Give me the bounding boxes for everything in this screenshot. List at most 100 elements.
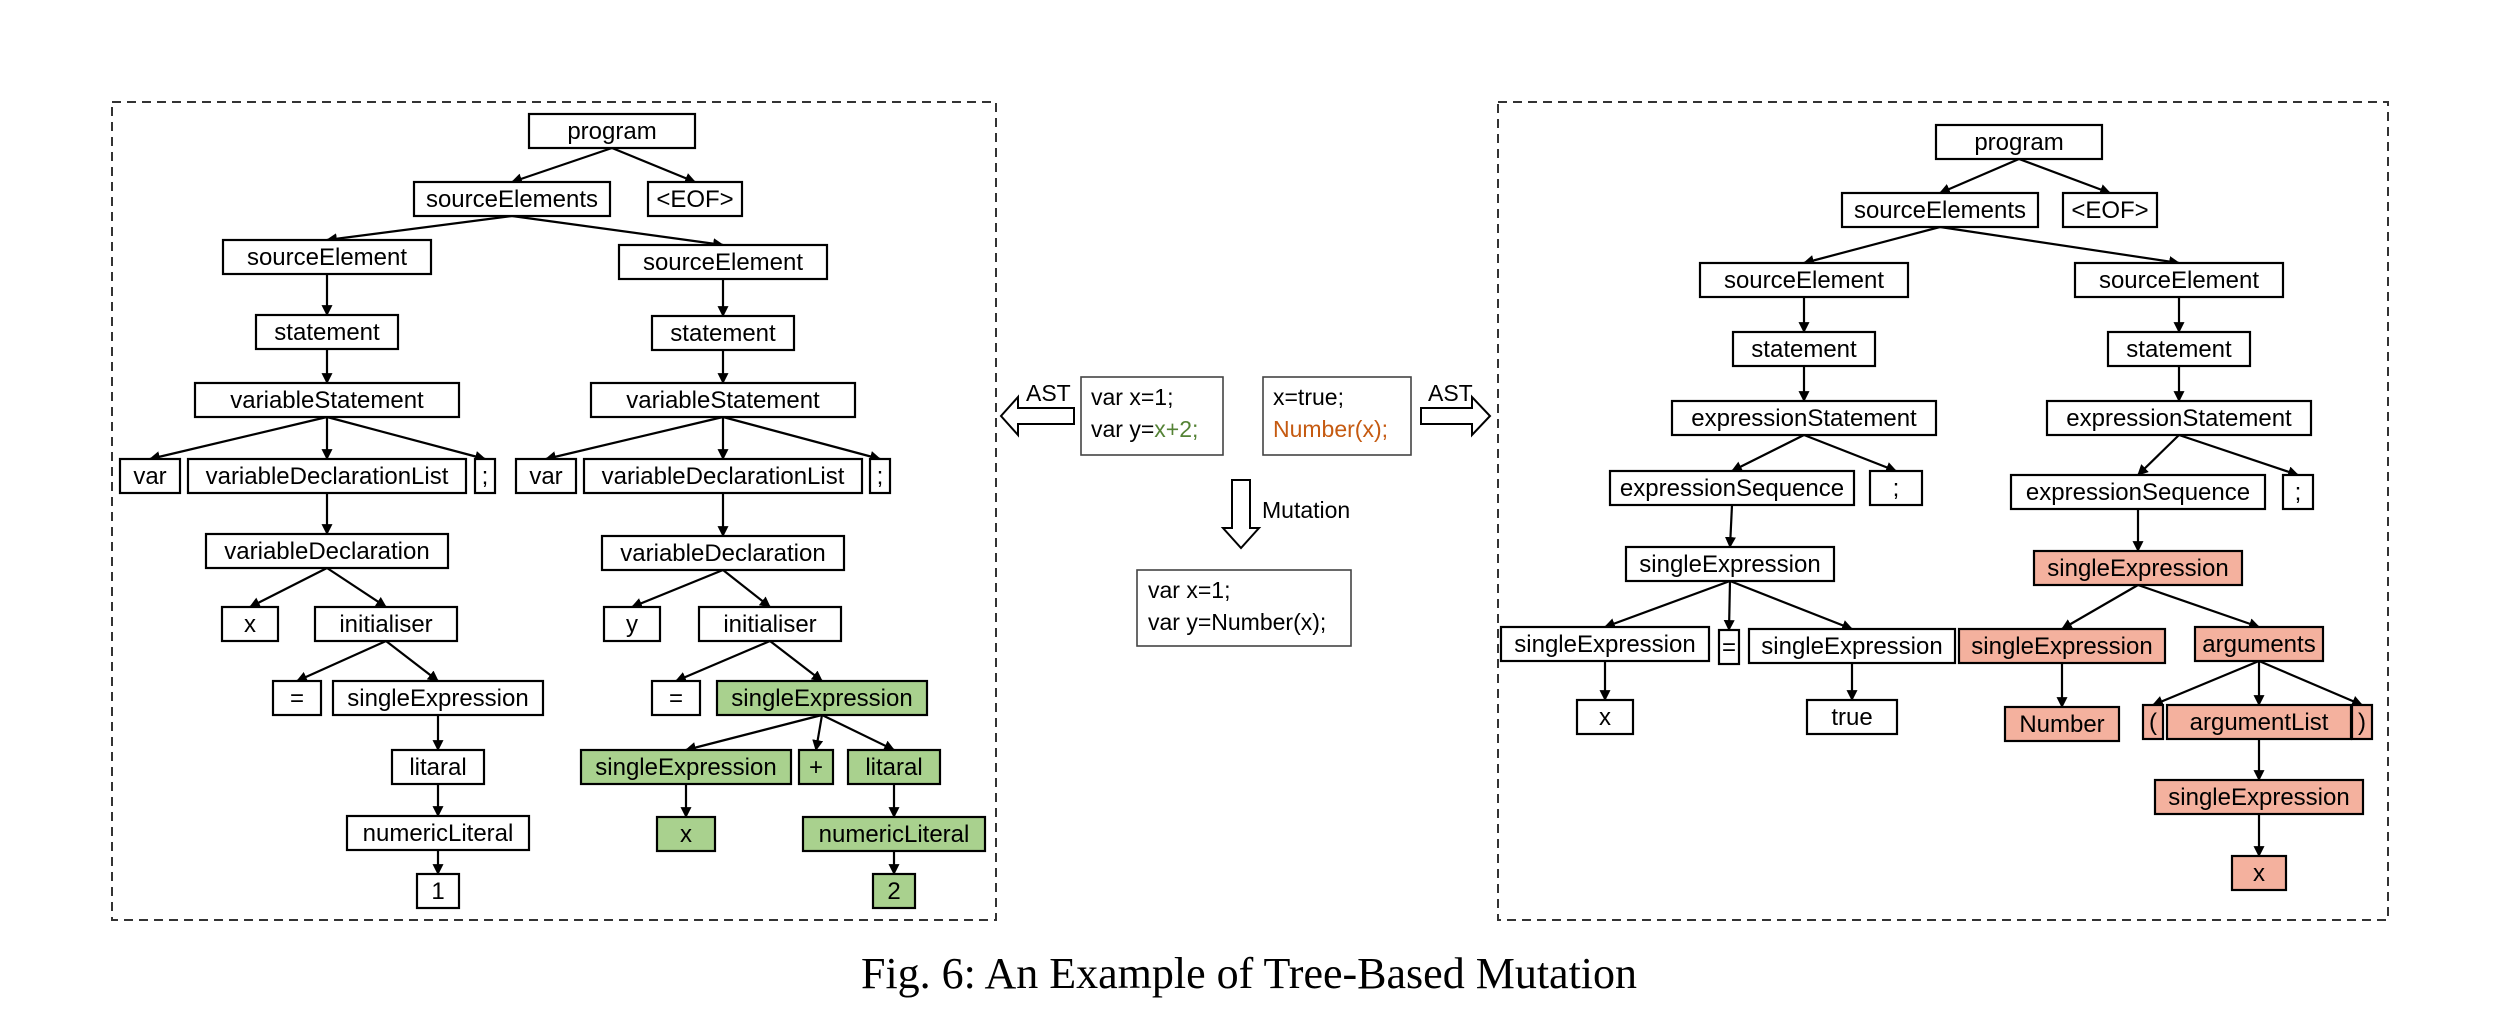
ast-node: program <box>527 112 697 150</box>
ast-node-box <box>2009 473 2267 511</box>
ast-node: singleExpression <box>2153 778 2365 816</box>
ast-node-box <box>617 243 829 281</box>
ast-node-label: = <box>290 685 304 712</box>
tree-edge <box>1729 579 1854 631</box>
ast-node: variableStatement <box>193 381 461 419</box>
ast-node: singleExpression <box>1624 545 1836 583</box>
ast-node: argumentList <box>2165 703 2353 741</box>
code-segment: x+2; <box>1154 416 1198 442</box>
ast-node: sourceElement <box>617 243 829 281</box>
ast-node: = <box>1717 628 1741 666</box>
ast-node-box <box>2165 703 2353 741</box>
ast-node-box <box>1747 627 1957 665</box>
ast-node: singleExpression <box>715 679 929 717</box>
ast-node: sourceElement <box>2073 261 2285 299</box>
ast-node-box <box>345 814 531 852</box>
ast-node-box <box>1717 628 1741 666</box>
ast-right-arrow: AST <box>1420 380 1492 438</box>
ast-node: ( <box>2141 703 2165 741</box>
ast-node-label: initialiser <box>723 611 816 638</box>
code-segment: var x=1; <box>1091 384 1173 410</box>
ast-node-box <box>2230 854 2288 892</box>
ast-node-box <box>602 605 662 643</box>
ast-node-box <box>473 457 497 495</box>
ast-node-box <box>1499 625 1711 663</box>
ast-node-label: statement <box>1751 336 1857 363</box>
ast-node: litaral <box>846 748 942 786</box>
ast-node-label: singleExpression <box>1514 631 1695 658</box>
ast-node-label: ; <box>877 463 884 490</box>
ast-node-label: expressionStatement <box>1691 405 1917 432</box>
tree-edge <box>2178 433 2300 478</box>
ast-node: singleExpression <box>579 748 793 786</box>
ast-node-box <box>527 112 697 150</box>
ast-node: initialiser <box>697 605 843 643</box>
tree-edge <box>511 214 725 250</box>
left-ast-frame <box>111 101 997 921</box>
tree-edge <box>1939 225 2181 267</box>
ast-node-box <box>646 180 744 218</box>
ast-node: statement <box>1731 330 1877 368</box>
ast-node: sourceElement <box>221 238 433 276</box>
tree-edge <box>1723 580 1735 632</box>
ast-node-box <box>797 748 835 786</box>
tree-edge <box>295 639 387 683</box>
ast-node-box <box>1868 469 1924 507</box>
ast-node-label: numericLiteral <box>363 820 514 847</box>
ast-node-label: var <box>133 463 166 490</box>
ast-node-box <box>1934 123 2104 161</box>
ast-node-box <box>579 748 793 786</box>
ast-node-label: ; <box>482 463 489 490</box>
ast-node: = <box>271 679 323 717</box>
svg-text:var x=1;var y=Number(x);: var x=1;var y=Number(x); <box>1148 577 1326 635</box>
ast-node-label: singleExpression <box>731 685 912 712</box>
ast-node: 2 <box>871 872 917 910</box>
ast-node: variableDeclarationList <box>186 457 468 495</box>
ast-node: expressionSequence <box>1608 469 1856 507</box>
ast-node-label: x <box>680 821 692 848</box>
ast-node: ; <box>1868 469 1924 507</box>
code-segment: var x=1; <box>1148 577 1230 603</box>
ast-node-box <box>412 180 612 218</box>
tree-edge <box>1803 433 1898 473</box>
ast-node-box <box>1840 191 2040 229</box>
ast-node-label: singleExpression <box>1971 633 2152 660</box>
ast-node: initialiser <box>313 605 459 643</box>
ast-node-box <box>2106 330 2252 368</box>
ast-node-label: x <box>244 611 256 638</box>
tree-edge <box>1938 157 2020 195</box>
ast-node-box <box>2281 473 2315 511</box>
ast-node-label: variableDeclarationList <box>206 463 449 490</box>
ast-node-label: var <box>529 463 562 490</box>
ast-node-box <box>2003 705 2121 743</box>
tree-edge <box>510 146 613 185</box>
ast-node: litaral <box>390 748 486 786</box>
ast-node: expressionSequence <box>2009 473 2267 511</box>
ast-node: <EOF> <box>2061 191 2159 229</box>
ast-node-label: ( <box>2149 709 2157 736</box>
mutation-arrow: Mutation <box>1220 479 1350 550</box>
ast-node-label: variableDeclaration <box>620 540 825 567</box>
ast-node-box <box>1805 698 1899 736</box>
ast-node: variableDeclaration <box>600 534 846 572</box>
ast-node-label: singleExpression <box>2168 784 2349 811</box>
ast-node-box <box>715 679 929 717</box>
ast-node-label: program <box>567 118 656 145</box>
ast-node: variableDeclaration <box>204 532 450 570</box>
tree-edge <box>812 714 824 752</box>
ast-node: ) <box>2350 703 2374 741</box>
ast-node-label: sourceElements <box>1854 197 2026 224</box>
ast-node: sourceElements <box>412 180 612 218</box>
ast-node: arguments <box>2193 625 2325 663</box>
ast-node: sourceElement <box>1698 261 1910 299</box>
mutation-label: Mutation <box>1262 497 1350 523</box>
ast-node-box <box>118 457 182 495</box>
ast-node: + <box>797 748 835 786</box>
ast-node-box <box>1731 330 1877 368</box>
ast-left-label: AST <box>1026 380 1071 406</box>
ast-node-box <box>1670 399 1938 437</box>
ast-node-box <box>2032 549 2244 587</box>
ast-node-box <box>313 605 459 643</box>
ast-node-box <box>2153 778 2365 816</box>
ast-node: x <box>1575 698 1635 736</box>
